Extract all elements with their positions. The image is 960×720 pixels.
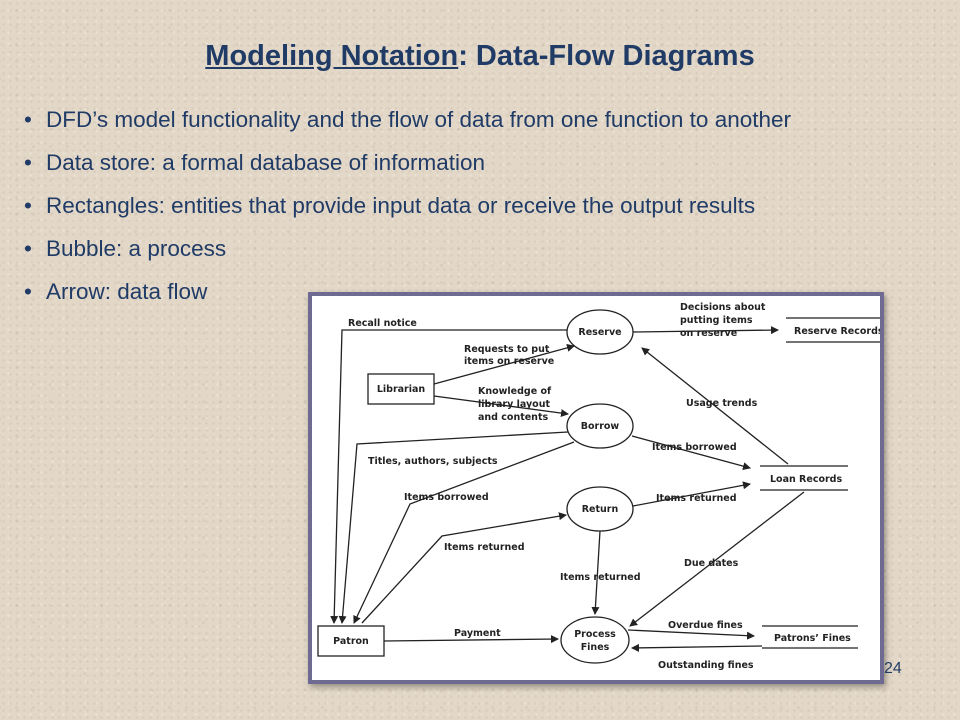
flow-label: Items returned [560, 572, 641, 583]
flow-label: and contents [478, 412, 548, 423]
flow-label: Usage trends [686, 398, 758, 409]
flow-label: putting items [680, 315, 753, 326]
process-fines [560, 616, 630, 664]
dfd-svg: Reserve Borrow Return Process Fines Libr… [317, 302, 880, 671]
bullet-item: DFD’s model functionality and the flow o… [0, 106, 880, 134]
flow-usage-trends [641, 347, 789, 465]
flow-label: Payment [454, 628, 501, 639]
flow-label: Items returned [444, 542, 525, 553]
flow-label: Titles, authors, subjects [368, 456, 498, 467]
store-reserve-label: Reserve Records [794, 326, 880, 337]
flow-label: library layout [478, 399, 550, 410]
bullet-item: Data store: a formal database of informa… [0, 149, 880, 177]
flow-label: Recall notice [348, 318, 417, 329]
flow-payment [383, 635, 559, 644]
process-return-label: Return [582, 504, 619, 515]
flow-label: Requests to put [464, 344, 550, 355]
flow-label: Knowledge of [478, 386, 552, 397]
flow-label: Due dates [684, 558, 739, 569]
entity-patron-label: Patron [333, 636, 369, 647]
flow-label: Items returned [656, 493, 737, 504]
process-borrow-label: Borrow [581, 421, 620, 432]
bullet-item: Bubble: a process [0, 235, 880, 263]
flow-items-returned-fines [591, 530, 601, 615]
slide-title: Modeling Notation: Data-Flow Diagrams [0, 40, 960, 73]
slide-title-rest: : Data-Flow Diagrams [458, 40, 755, 72]
flow-label: Overdue fines [668, 620, 743, 631]
flow-items-returned-loan [632, 481, 751, 507]
flow-outstanding-fines [631, 643, 763, 652]
flow-label: Items borrowed [652, 442, 737, 453]
flow-titles [338, 431, 569, 624]
flow-label: on reserve [680, 328, 737, 339]
bullet-list: DFD’s model functionality and the flow o… [0, 106, 880, 321]
store-loan-label: Loan Records [770, 474, 842, 485]
process-fines-label: Process [574, 629, 616, 640]
flow-items-borrowed-patron [353, 441, 575, 624]
entity-librarian-label: Librarian [377, 384, 426, 395]
bullet-item: Arrow: data flow [0, 278, 880, 306]
store-fines-label: Patrons’ Fines [774, 633, 851, 644]
process-reserve-label: Reserve [578, 327, 621, 338]
page-number: 24 [884, 660, 902, 677]
flow-items-borrowed-loan [631, 435, 751, 471]
flow-recall-notice [330, 329, 567, 624]
flow-overdue-fines [627, 629, 755, 640]
flow-label: Decisions about [680, 302, 766, 313]
flow-knowledge [433, 395, 569, 418]
process-fines-label: Fines [581, 642, 610, 653]
flow-decisions [632, 326, 779, 335]
bullet-item: Rectangles: entities that provide input … [0, 192, 880, 220]
entity-librarian [367, 373, 435, 405]
flow-items-returned-patron [361, 512, 567, 624]
process-borrow [566, 403, 634, 449]
flow-due-dates [629, 491, 805, 627]
dfd-diagram: Reserve Borrow Return Process Fines Libr… [308, 292, 884, 684]
slide-title-underlined: Modeling Notation [205, 40, 459, 72]
flow-label: Outstanding fines [658, 660, 754, 671]
flow-label: Items borrowed [404, 492, 489, 503]
flow-requests [433, 343, 575, 385]
flow-label: items on reserve [464, 356, 554, 367]
